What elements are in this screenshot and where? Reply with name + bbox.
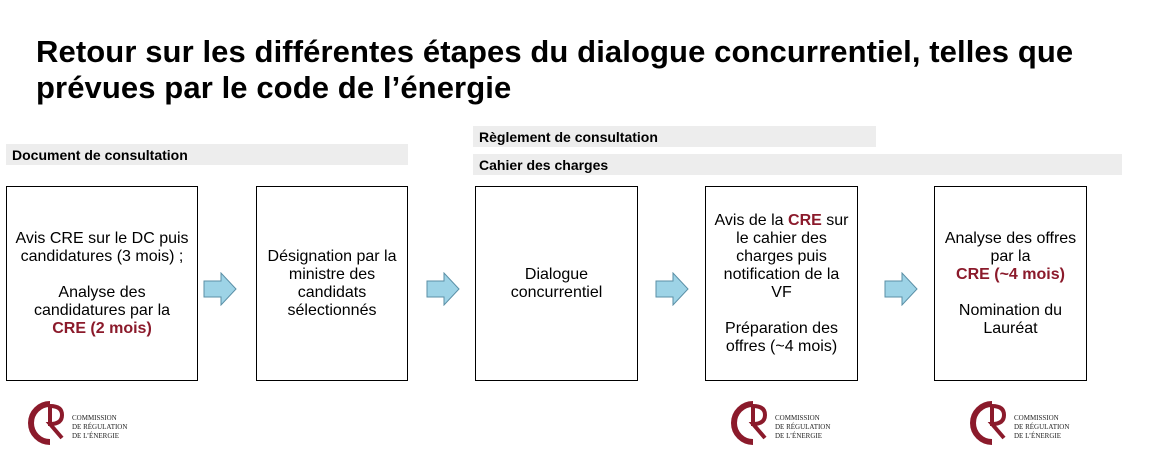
cre-logo-text: COMMISSION DE RÉGULATION DE L’ÉNERGIE bbox=[775, 414, 831, 440]
cre-logo: COMMISSION DE RÉGULATION DE L’ÉNERGIE bbox=[731, 398, 851, 450]
step5-line2: Nomination du Lauréat bbox=[958, 301, 1063, 337]
step3-text: Dialogue concurrentiel bbox=[510, 265, 603, 301]
step4-line2: Préparation des offres (~4 mois) bbox=[725, 319, 838, 355]
arrow-right-icon bbox=[655, 272, 689, 306]
cre-logo-text: COMMISSION DE RÉGULATION DE L’ÉNERGIE bbox=[72, 414, 128, 440]
step-dialogue-box: Dialogue concurrentiel bbox=[475, 186, 638, 381]
step5-line1-red: CRE (~4 mois) bbox=[956, 265, 1065, 283]
step4-pre: Avis de la bbox=[714, 211, 784, 229]
step5-line1: Analyse des offres par la bbox=[944, 229, 1077, 265]
step1-line1: Avis CRE sur le DC puis candidatures (3 … bbox=[15, 229, 189, 265]
step2-text: Désignation par la ministre des candidat… bbox=[267, 247, 397, 319]
cre-logo: COMMISSION DE RÉGULATION DE L’ÉNERGIE bbox=[28, 398, 148, 450]
step4-red: CRE bbox=[788, 211, 822, 229]
arrow-right-icon bbox=[203, 272, 237, 306]
banner-document-consultation: Document de consultation bbox=[6, 144, 408, 165]
step1-line2: Analyse des candidatures par la bbox=[33, 283, 171, 319]
step1-line2-red: CRE (2 mois) bbox=[52, 319, 152, 337]
arrow-right-icon bbox=[426, 272, 460, 306]
step-designation-box: Désignation par la ministre des candidat… bbox=[256, 186, 408, 381]
cre-logo-icon bbox=[28, 401, 65, 445]
arrow-right-icon bbox=[884, 272, 918, 306]
step4-post: sur le cahier des charges puis notificat… bbox=[723, 211, 849, 301]
cre-logo-icon bbox=[970, 401, 1007, 445]
step-candidatures-box: Avis CRE sur le DC puis candidatures (3 … bbox=[6, 186, 198, 381]
step-laureat-box: Analyse des offres par la CRE (~4 mois) … bbox=[934, 186, 1087, 381]
banner-cahier-des-charges: Cahier des charges bbox=[473, 154, 1122, 175]
step4-line1: Avis de la CRE sur le cahier des charges… bbox=[714, 212, 849, 302]
cre-logo: COMMISSION DE RÉGULATION DE L’ÉNERGIE bbox=[970, 398, 1090, 450]
cre-logo-icon bbox=[731, 401, 768, 445]
cre-logo-text: COMMISSION DE RÉGULATION DE L’ÉNERGIE bbox=[1014, 414, 1070, 440]
page-title: Retour sur les différentes étapes du dia… bbox=[36, 34, 1074, 105]
step-cahier-des-charges-box: Avis de la CRE sur le cahier des charges… bbox=[705, 186, 858, 381]
banner-reglement-consultation: Règlement de consultation bbox=[473, 126, 876, 147]
